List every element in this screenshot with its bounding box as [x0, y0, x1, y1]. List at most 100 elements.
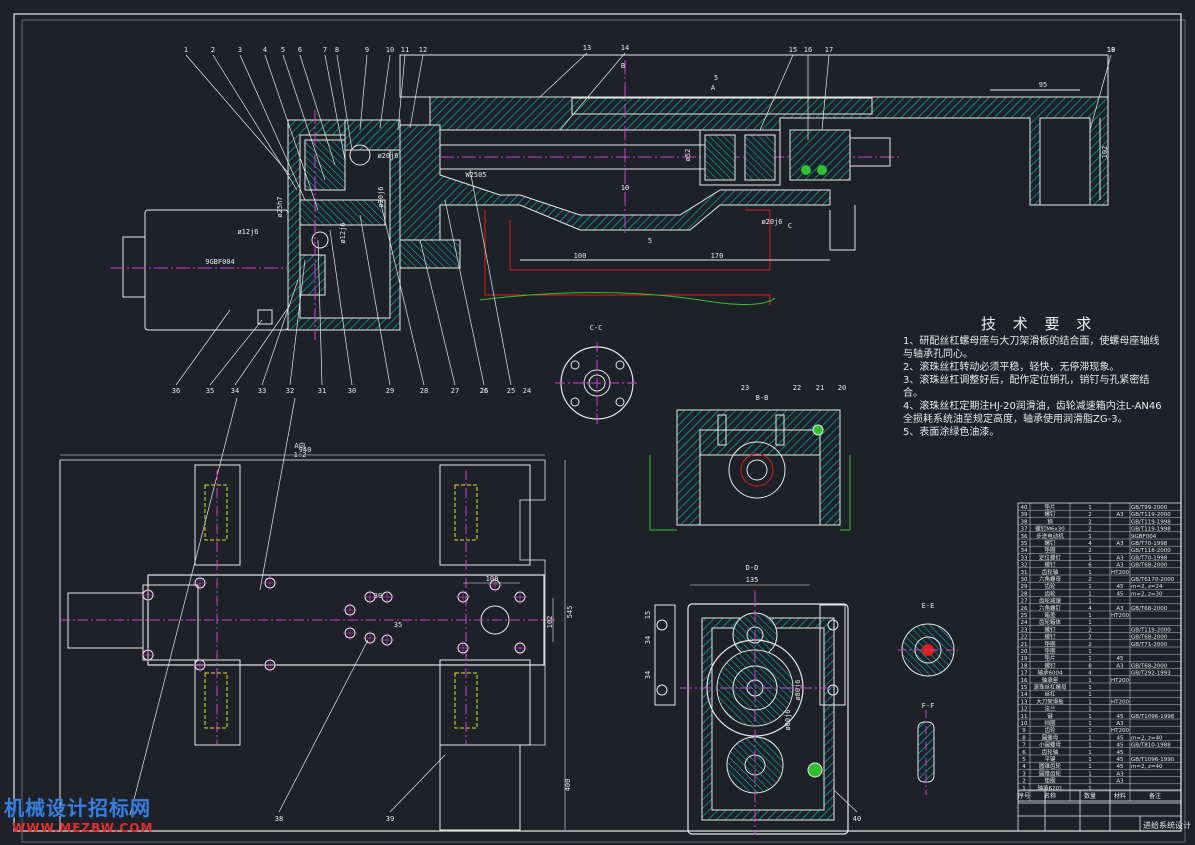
dim-bottom-9: 34 [644, 671, 652, 679]
balloon-14: 14 [621, 44, 629, 52]
bom-cell: GB/T68-2000 [1131, 563, 1168, 569]
bom-cell: 2 [1088, 627, 1092, 633]
balloon-32: 32 [286, 387, 294, 395]
bom-cell: 螺钉 [1044, 633, 1056, 641]
balloon-23: 23 [741, 384, 749, 392]
bom-cell: 4 [1088, 671, 1092, 677]
view-label-ee: E-E [922, 602, 935, 610]
bom-cell: 45 [1117, 743, 1124, 749]
bom-cell: 4 [1022, 764, 1026, 770]
balloon-22: 22 [793, 384, 801, 392]
view-label-ascale: 1:2 [294, 451, 307, 459]
dim-top-9: ø20j6 [377, 186, 385, 207]
bom-cell: 1 [1088, 505, 1092, 511]
sheet-border [13, 13, 1186, 843]
bom-cell: 1 [1088, 714, 1092, 720]
balloon-35: 35 [206, 387, 214, 395]
view-label-cc: C-C [590, 324, 603, 332]
balloon-30: 30 [348, 387, 356, 395]
balloon-8: 8 [335, 46, 339, 54]
bom-cell: A3 [1116, 555, 1124, 561]
main-section-view [110, 54, 1109, 340]
bom-cell: 齿轮减速 [1039, 597, 1062, 605]
bom-cell: 6 [1088, 563, 1092, 569]
dim-bottom-5: 102 [546, 616, 554, 629]
bom-cell: 21 [1021, 642, 1028, 648]
dim-bottom-1: 545 [566, 606, 574, 619]
balloon-21: 21 [816, 384, 824, 392]
tech-item-2: 2、滚珠丝杠转动必须平稳，轻快，无停滞现象。 [903, 362, 1120, 373]
bom-cell: A3 [1116, 663, 1124, 669]
bom-cell: 20 [1021, 649, 1028, 655]
dim-top-18: 9GBF004 [205, 258, 235, 266]
bom-cell: 螺钉M6x30 [1035, 525, 1065, 533]
bom-cell: 33 [1021, 555, 1028, 561]
bom-cell: A3 [1116, 606, 1124, 612]
bom-cell: HT200 [1111, 678, 1129, 684]
dim-top-13: 10 [621, 184, 629, 192]
bom-cell: 12 [1021, 707, 1028, 713]
bom-header-cell: 序号 [1018, 792, 1030, 800]
balloon-1: 1 [184, 46, 188, 54]
bom-cell: 29 [1021, 584, 1028, 590]
view-cc [555, 342, 640, 425]
bom-cell: 1 [1088, 591, 1092, 597]
bom-cell: 9 [1022, 728, 1026, 734]
bom-cell: A3 [1116, 779, 1124, 785]
bom-cell: 4 [1088, 606, 1092, 612]
bom-cell: A3 [1116, 541, 1124, 547]
bom-cell: 1 [1088, 779, 1092, 785]
bom-cell: 轴承座 [1042, 676, 1059, 684]
bom-cell: 大刀架滑板 [1036, 697, 1064, 705]
view-label-a: A向 [294, 441, 305, 450]
dim-bottom-7: 135 [746, 576, 759, 584]
balloon-17: 17 [825, 46, 833, 54]
bom-cell: 垫圈 [1044, 647, 1056, 655]
watermark: 机械设计招标网 WWW.MEZBW.COM [4, 792, 153, 835]
bom-cell: 38 [1021, 519, 1028, 525]
bom-cell: 1 [1088, 764, 1092, 770]
balloon-24: 24 [523, 387, 531, 395]
bom-cell: 1 [1088, 685, 1092, 691]
dim-bottom-0: 940 [299, 446, 312, 454]
dim-bottom-4: 35 [394, 621, 402, 629]
bom-cell: GB/T118-2000 [1131, 548, 1171, 554]
dim-bottom-3: 30 [374, 592, 382, 600]
bom-cell: 14 [1021, 692, 1028, 698]
bom-cell: 11 [1021, 714, 1028, 720]
bom-cell: 1 [1088, 735, 1092, 741]
bom-cell: GB/T68-2000 [1131, 663, 1168, 669]
bom-cell: GB/T1096-1998 [1131, 714, 1175, 720]
view-label-ff: F-F [922, 702, 935, 710]
bom-cell: GB/T119-1998 [1131, 519, 1171, 525]
bom-header-cell: 名称 [1044, 792, 1056, 800]
bom-cell: 垫片 [1044, 654, 1055, 662]
bom-cell: HT200 [1111, 699, 1129, 705]
dim-bottom-2: 108 [486, 575, 499, 583]
bom-cell: 滚珠丝杠螺母 [1033, 683, 1067, 691]
bolt-holes [141, 576, 527, 672]
bom-cell: 2 [1088, 519, 1092, 525]
dim-bottom-11: ø80j6 [794, 679, 802, 700]
bom-cell: 1 [1088, 570, 1092, 576]
bom-cell: 2 [1088, 635, 1092, 641]
bom-cell: 18 [1021, 663, 1028, 669]
dim-top-8: ø20j6 [761, 218, 782, 226]
bom-cell: 2 [1088, 527, 1092, 533]
bom-cell: 32 [1021, 563, 1028, 569]
slide-plate [400, 96, 1109, 206]
bom-cell: 24 [1021, 620, 1028, 626]
balloon-26: 26 [480, 387, 488, 395]
watermark-title: 机械设计招标网 [4, 796, 151, 820]
bom-cell: 7 [1022, 743, 1026, 749]
dim-top-1: 102 [1101, 146, 1109, 159]
bom-cell: 45 [1117, 591, 1124, 597]
dim-bottom-10: 15 [644, 611, 652, 619]
bom-cell: 螺钉 [1044, 539, 1056, 547]
bom-cell: GB/T119-2000 [1131, 512, 1171, 518]
bom-cell: A3 [1116, 563, 1124, 569]
